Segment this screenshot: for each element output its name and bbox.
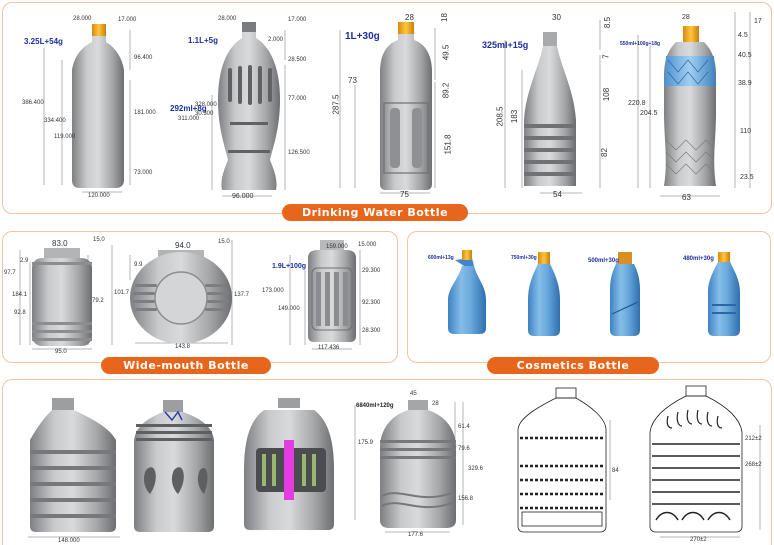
dim-w3-w: 117.436: [318, 345, 340, 351]
dim-g6-h1: 212±2: [745, 436, 762, 442]
dim-b1-w: 120.000: [88, 193, 110, 199]
dim-w3-h1: 29.300: [362, 268, 381, 274]
drinking-water-banner: Drinking Water Bottle: [282, 204, 468, 221]
dim-b4-h2: 208.5: [495, 106, 505, 127]
dim-g4-h3: 79.6: [458, 446, 470, 452]
dim-b5-h7: 23.5: [740, 174, 754, 181]
dim-b5-h1: 4.5: [738, 32, 748, 39]
label-c2: 750ml+30g: [511, 255, 537, 261]
label-b5: 550ml+100g+18g: [620, 41, 661, 47]
dim-w3-h5: 28.300: [362, 328, 381, 334]
dim-b2-h2: 28.500: [288, 57, 307, 63]
dim-w3-top: 159.000: [326, 244, 348, 250]
dim-w1-w: 95.0: [55, 349, 67, 355]
dim-b2-h6: 30.300: [195, 111, 214, 117]
label-g4: 6840ml+120g: [356, 403, 394, 409]
dim-g4-top2: 28: [432, 401, 439, 407]
label-c4: 480ml+30g: [683, 256, 714, 262]
dim-b4-top2: 8.5: [603, 16, 613, 29]
dim-w1-top: 83.0: [52, 239, 68, 248]
dim-b2-h7: 126.500: [288, 150, 310, 156]
dim-b2-w: 96.000: [232, 193, 254, 200]
dim-g4-h4: 329.6: [468, 466, 484, 472]
dim-w3-h2: 173.000: [262, 288, 284, 294]
dim-b5-h3: 38.9: [738, 80, 752, 87]
dim-b4-top: 30: [552, 13, 561, 22]
dim-b2-top2: 17.000: [288, 17, 307, 23]
dim-b1-top: 28.000: [73, 16, 92, 22]
dim-b2-top: 28.000: [218, 16, 237, 22]
dim-b1-top2: 17.000: [118, 17, 137, 23]
dim-w2-top2: 15.0: [218, 239, 230, 245]
dim-g5-h1: 84: [612, 468, 619, 474]
dim-b2-h1: 2.000: [268, 37, 284, 43]
label-b3: 1L+30g: [345, 31, 380, 42]
label-w3: 1.9L+100g: [272, 263, 307, 270]
dim-g4-h5: 156.8: [458, 496, 474, 502]
dim-w2-top: 94.0: [175, 241, 191, 250]
dim-w1-h2: 2.9: [20, 258, 29, 264]
dim-b3-w: 75: [400, 190, 409, 199]
dim-b3-top2: 18: [439, 13, 449, 22]
cosmetics-banner: Cosmetics Bottle: [487, 357, 659, 374]
dim-g4-h1: 175.9: [358, 440, 374, 446]
dim-w3-h4: 92.300: [362, 300, 381, 306]
dim-g4-h2: 61.4: [458, 424, 470, 430]
dim-b5-h5: 220.8: [628, 100, 646, 107]
label-b2b: 292ml+8g: [170, 104, 207, 113]
label-c1: 600ml+13g: [428, 255, 454, 261]
dim-b1-h2: 386.400: [22, 100, 44, 106]
dim-b5-h2: 40.5: [738, 52, 752, 59]
dim-b3-h3: 89.2: [441, 82, 451, 99]
dim-g1-w: 148.000: [58, 538, 80, 544]
dim-g4-top: 45: [410, 391, 417, 397]
dim-b5-h4: 204.5: [640, 110, 658, 117]
dim-b4-h1: 7: [601, 54, 611, 59]
dim-b3-h4: 287.5: [331, 94, 341, 115]
dim-b2-h5: 311.000: [178, 116, 200, 122]
dim-b4-w: 54: [553, 190, 562, 199]
dim-w2-h2: 137.7: [234, 292, 250, 298]
dim-w1-h1: 97.7: [4, 270, 16, 276]
dim-w1-h6: 101.7: [114, 290, 130, 296]
dim-b1-h3: 334.400: [44, 118, 66, 124]
dim-b1-h1: 96.400: [134, 55, 153, 61]
dim-b5-h6: 110: [740, 128, 752, 135]
dim-w2-w: 143.8: [175, 344, 191, 350]
dim-w2-h1: 9.9: [134, 262, 143, 268]
dim-b5-top: 28: [682, 14, 690, 21]
dim-b2-h3: 77.000: [288, 96, 307, 102]
dim-b1-h6: 73.000: [134, 170, 153, 176]
dim-g6-w: 270±2: [690, 537, 707, 543]
dim-b3-top: 28: [405, 13, 414, 22]
dim-b5-top2: 17: [754, 18, 762, 25]
dim-b1-h5: 119.000: [54, 134, 76, 140]
dim-b3-h1: 49.5: [441, 44, 451, 61]
label-b1: 3.25L+54g: [24, 37, 63, 46]
label-c3: 500ml+30g: [588, 258, 619, 264]
dim-b3-h5: 151.8: [443, 134, 453, 155]
wide-mouth-banner: Wide-mouth Bottle: [101, 357, 271, 374]
dim-w1-h5: 79.2: [92, 298, 104, 304]
dim-w1-h3: 184.1: [12, 292, 28, 298]
dim-g6-h2: 268±2: [745, 462, 762, 468]
dim-b2-h4: 328.000: [195, 102, 217, 108]
dim-b4-h4: 108: [602, 87, 612, 102]
dim-w1-top2: 15.0: [93, 237, 105, 243]
dim-w3-h3: 149.000: [278, 306, 300, 312]
dim-b4-h3: 183: [510, 109, 520, 124]
dim-g4-w: 177.6: [408, 532, 424, 538]
dim-w1-h4: 92.8: [14, 310, 26, 316]
dim-b5-w: 63: [682, 193, 691, 202]
label-b2: 1.1L+5g: [188, 36, 219, 45]
label-b4: 325ml+15g: [482, 40, 529, 50]
dim-b1-h4: 181.000: [134, 110, 156, 116]
dim-w3-top2: 15.000: [358, 242, 377, 248]
dim-b3-h2: 73: [348, 76, 357, 85]
dim-b4-h5: 82: [599, 148, 609, 157]
